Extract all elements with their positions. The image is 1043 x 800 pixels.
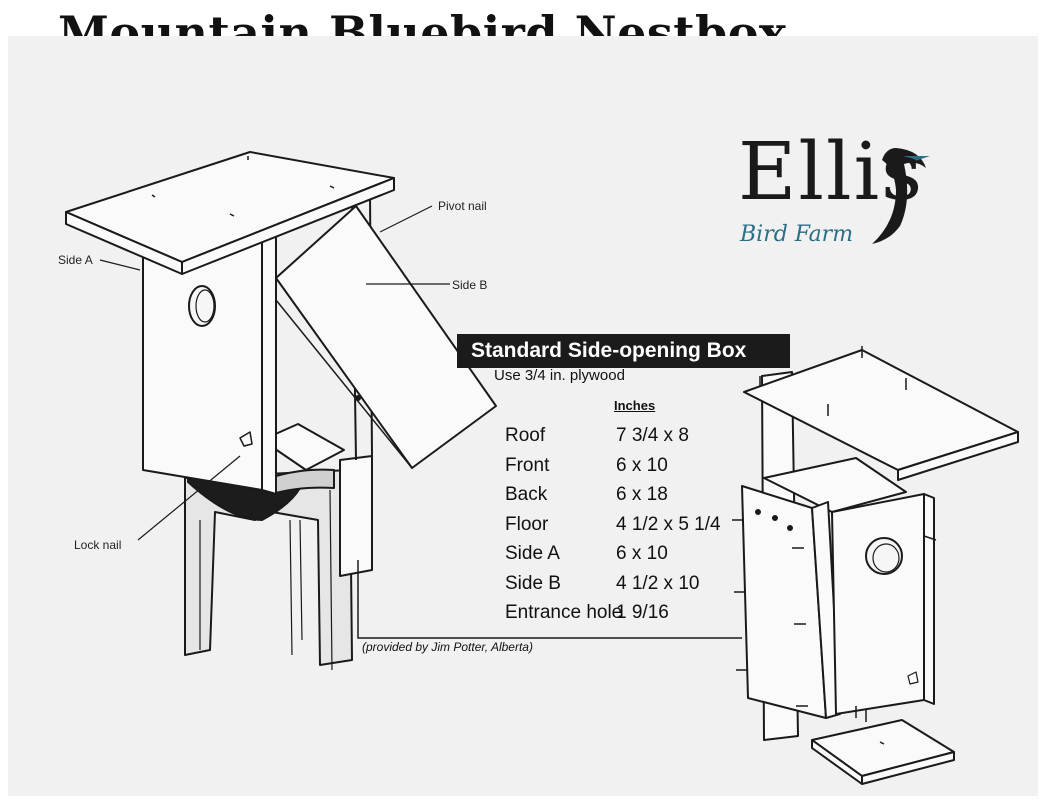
- logo-subtitle: Bird Farm: [740, 222, 854, 247]
- spec-heading: Standard Side-opening Box: [457, 334, 790, 368]
- credit-note: (provided by Jim Potter, Alberta): [362, 640, 533, 654]
- part-name: Front: [505, 454, 550, 476]
- part-dimension: 4 1/2 x 5 1/4: [616, 513, 721, 535]
- parts-list: Roof 7 3/4 x 8 Front 6 x 10 Back 6 x 18 …: [505, 421, 721, 628]
- side-b-board: [275, 205, 497, 469]
- part-name: Roof: [505, 425, 546, 446]
- part-row: Roof 7 3/4 x 8: [505, 421, 721, 451]
- part-dimension: 6 x 18: [616, 484, 668, 505]
- part-row: Side A 6 x 10: [505, 539, 721, 569]
- part-dimension: 7 3/4 x 8: [616, 425, 689, 446]
- part-name: Entrance hole: [505, 602, 623, 623]
- spec-column-header: Inches: [614, 398, 656, 413]
- part-row: Entrance hole 1 9/16: [505, 598, 721, 628]
- logo-bird-mark: [872, 148, 926, 244]
- part-name: Back: [505, 484, 548, 505]
- label-lock-nail: Lock nail: [74, 538, 122, 552]
- part-dimension: 1 9/16: [616, 602, 669, 623]
- part-name: Side A: [505, 543, 560, 564]
- part-row: Floor 4 1/2 x 5 1/4: [505, 510, 721, 540]
- part-name: Side B: [505, 572, 561, 594]
- part-dimension: 6 x 10: [616, 543, 668, 564]
- lock-nail: [239, 431, 253, 447]
- spec-material: Use 3/4 in. plywood: [494, 367, 625, 384]
- back-board: [339, 455, 373, 577]
- logo-wordmark: Ellis: [738, 125, 925, 218]
- label-side-a: Side A: [58, 253, 93, 267]
- part-row: Back 6 x 18: [505, 480, 721, 510]
- part-row: Side B 4 1/2 x 10: [505, 569, 721, 599]
- side-a-board: [142, 239, 263, 491]
- part-dimension: 4 1/2 x 10: [616, 572, 700, 594]
- label-pivot-nail: Pivot nail: [438, 199, 487, 213]
- part-dimension: 6 x 10: [616, 454, 668, 476]
- label-side-b: Side B: [452, 278, 488, 292]
- floor: [261, 423, 345, 471]
- entrance-hole: [188, 285, 216, 327]
- exploded-floor: [811, 719, 955, 777]
- part-row: Front 6 x 10: [505, 451, 721, 481]
- part-name: Floor: [505, 513, 549, 535]
